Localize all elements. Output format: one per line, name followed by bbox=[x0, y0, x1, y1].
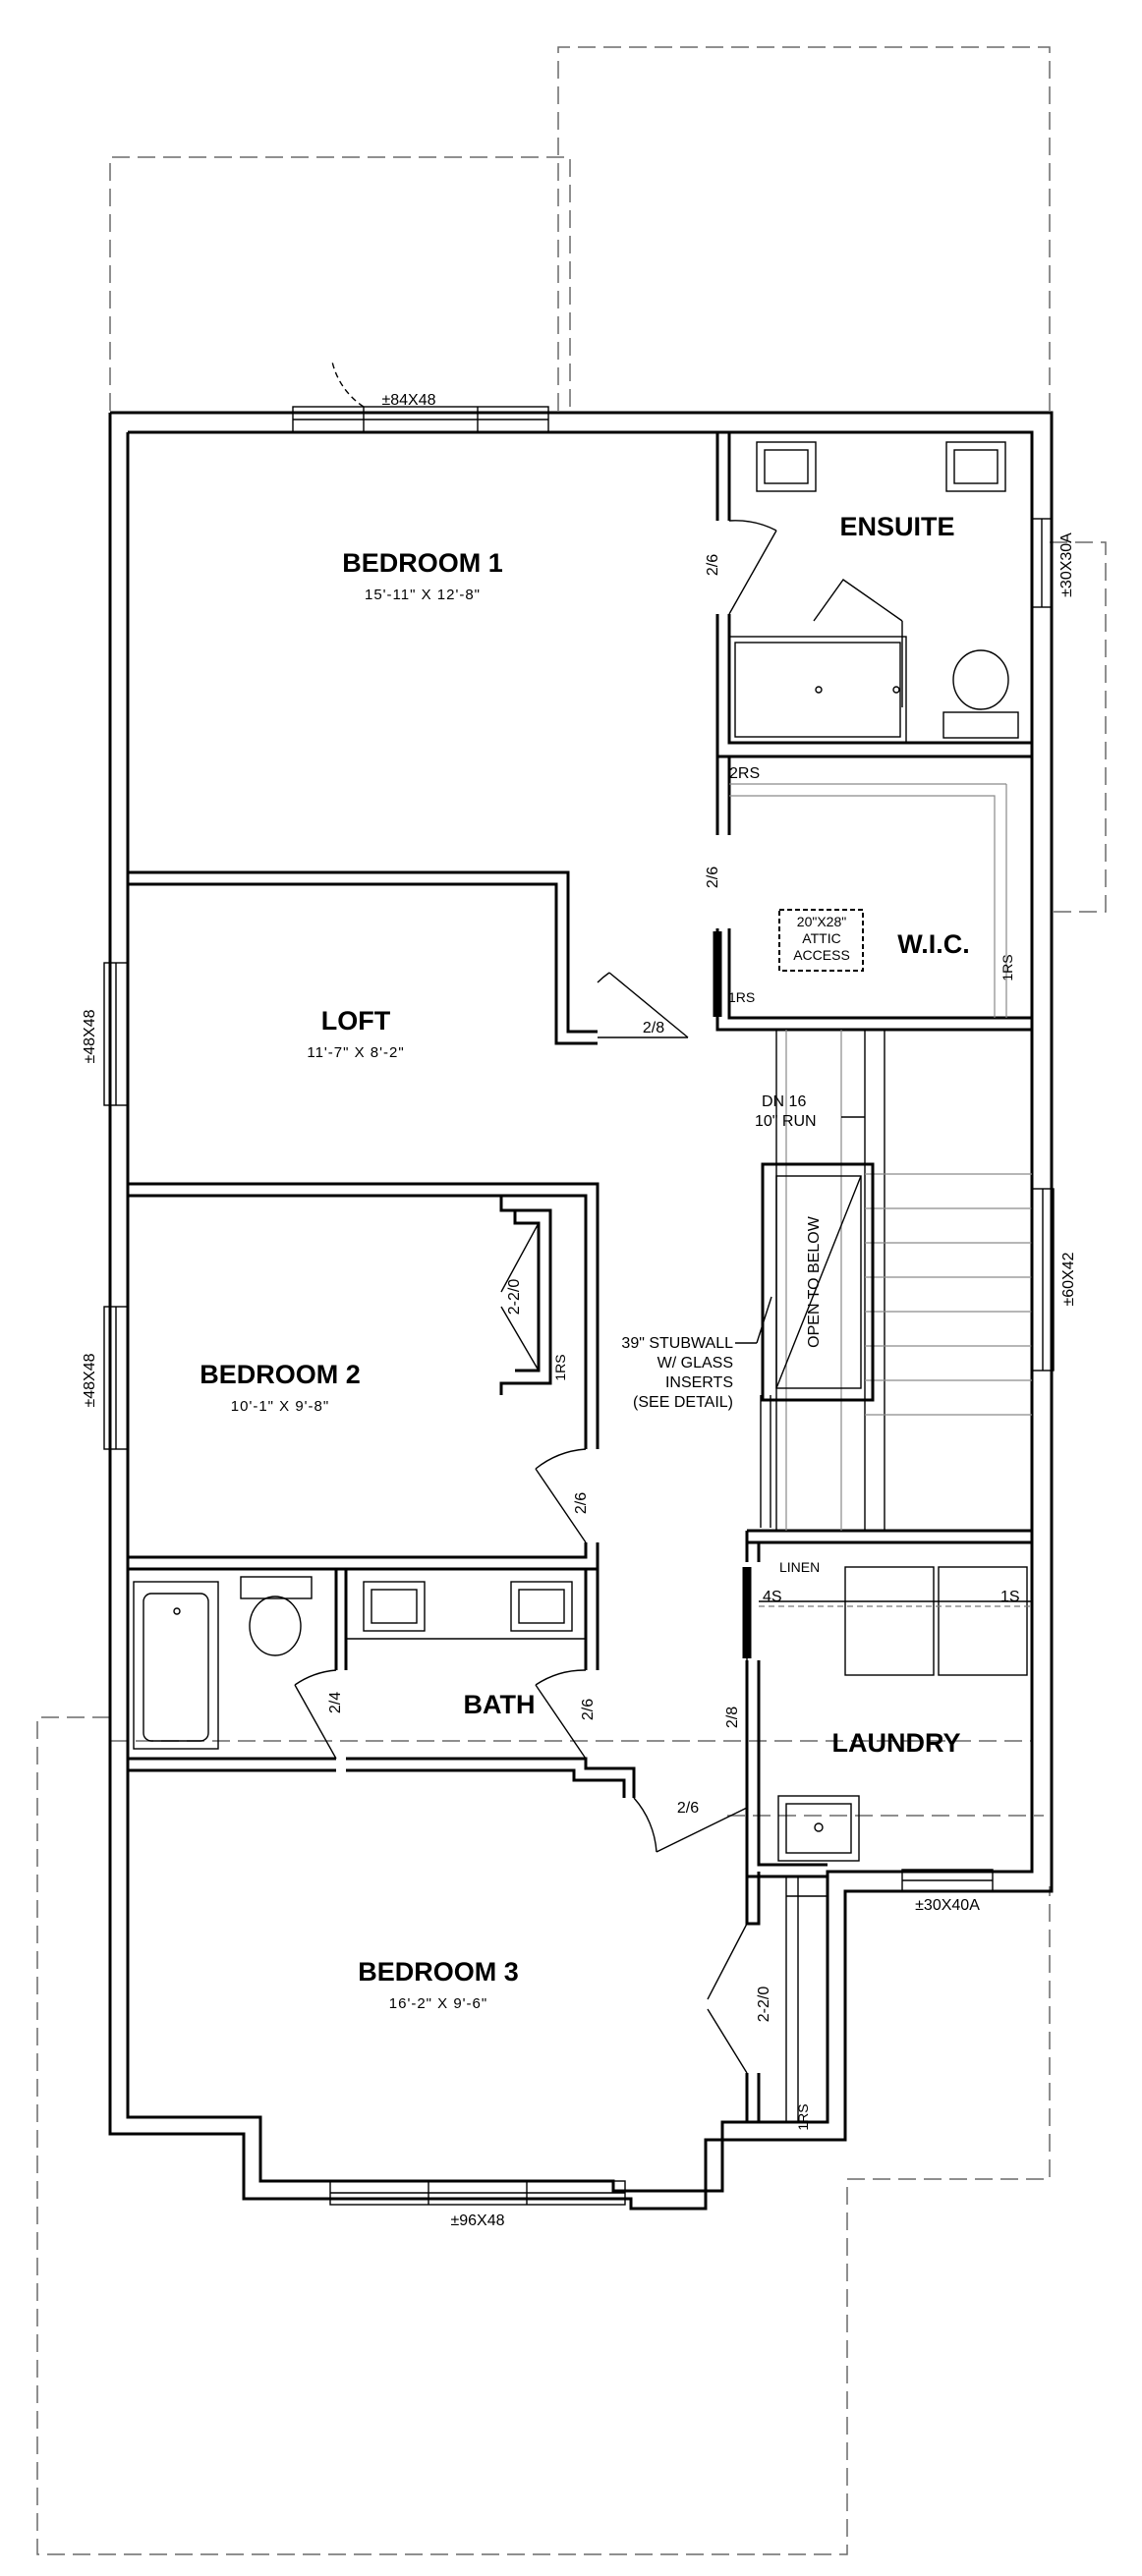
door-wic-label: 2/6 bbox=[705, 867, 721, 888]
window-bedroom3-label: ±96X48 bbox=[450, 2212, 504, 2229]
bed2-closet-1rs-label: 1RS bbox=[552, 1354, 568, 1380]
wic-shelving bbox=[713, 783, 1007, 1018]
attic-line1: 20"X28" bbox=[797, 914, 846, 929]
ensuite-fixtures bbox=[728, 441, 1019, 744]
door-swings bbox=[294, 520, 777, 2074]
window-ensuite bbox=[1031, 518, 1053, 608]
wic-1rs-label: 1RS bbox=[728, 989, 755, 1005]
stair-treads bbox=[841, 1116, 1032, 1416]
door-hall-closet-label: 2/6 bbox=[677, 1800, 699, 1817]
stair-dn-label: DN 16 bbox=[762, 1093, 806, 1110]
bedroom1-dims: 15'-11" X 12'-8" bbox=[365, 587, 481, 603]
door-ensuite-label: 2/6 bbox=[705, 554, 721, 576]
door-bed2-closet-label: 2-2/0 bbox=[506, 1279, 523, 1316]
bath-name: BATH bbox=[464, 1690, 536, 1719]
window-laundry bbox=[901, 1869, 994, 1892]
door-bedroom2-label: 2/6 bbox=[573, 1492, 590, 1514]
bedroom3-name: BEDROOM 3 bbox=[358, 1957, 519, 1987]
window-stair bbox=[1031, 1188, 1055, 1372]
door-bedroom1-label: 2/8 bbox=[643, 1020, 664, 1036]
bedroom3-dims: 16'-2" X 9'-6" bbox=[389, 1995, 487, 2012]
shelf-4s-label: 4S bbox=[763, 1589, 782, 1605]
wic-2rs-label: 2RS bbox=[729, 765, 760, 782]
door-bath-label: 2/6 bbox=[580, 1699, 597, 1720]
stubwall-line4: (SEE DETAIL) bbox=[633, 1394, 733, 1411]
ensuite-name: ENSUITE bbox=[839, 512, 954, 541]
loft-dims: 11'-7" X 8'-2" bbox=[307, 1044, 404, 1061]
door-bed3-closet-label: 2-2/0 bbox=[756, 1987, 772, 2023]
bath-fixtures bbox=[133, 1576, 586, 1750]
window-bedroom3 bbox=[329, 2180, 626, 2206]
wic-name: W.I.C. bbox=[897, 929, 970, 959]
window-top-label: ±84X48 bbox=[381, 392, 435, 409]
door-labels: 2/6 2/6 2/8 2-2/0 2/6 2/4 2/6 2/8 2/6 2-… bbox=[327, 554, 772, 2022]
window-ensuite-label: ±30X30A bbox=[1058, 532, 1075, 597]
window-laundry-label: ±30X40A bbox=[915, 1897, 980, 1914]
shelf-1s-label: 1S bbox=[1000, 1589, 1020, 1605]
stair-run-label: 10" RUN bbox=[755, 1113, 817, 1130]
stubwall-line1: 39" STUBWALL bbox=[621, 1335, 733, 1352]
door-laundry-label: 2/8 bbox=[724, 1707, 741, 1728]
laundry-fixtures bbox=[742, 1566, 1032, 1862]
bedroom2-name: BEDROOM 2 bbox=[200, 1360, 361, 1389]
room-labels: BEDROOM 1 15'-11" X 12'-8" ENSUITE W.I.C… bbox=[200, 512, 970, 2012]
window-top bbox=[292, 361, 549, 433]
laundry-name: LAUNDRY bbox=[832, 1728, 961, 1758]
wic-1rs-right-label: 1RS bbox=[999, 954, 1015, 980]
door-bath-tub-label: 2/4 bbox=[327, 1692, 344, 1713]
window-bedroom2 bbox=[103, 1306, 129, 1450]
bedroom2-dims: 10'-1" X 9'-8" bbox=[231, 1398, 329, 1415]
attic-line3: ACCESS bbox=[793, 947, 850, 963]
stubwall-line2: W/ GLASS bbox=[657, 1355, 733, 1372]
windows bbox=[103, 361, 1055, 2206]
plan-notes: 20"X28" ATTIC ACCESS DN 16 10" RUN OPEN … bbox=[552, 765, 1020, 2131]
open-to-below-label: OPEN TO BELOW bbox=[806, 1215, 823, 1348]
loft-name: LOFT bbox=[321, 1006, 391, 1036]
bedroom1-name: BEDROOM 1 bbox=[342, 548, 503, 578]
window-loft-label: ±48X48 bbox=[82, 1009, 98, 1063]
roof-outline bbox=[36, 46, 1107, 2555]
window-labels: ±84X48 ±30X30A ±48X48 ±48X48 ±60X42 ±30X… bbox=[82, 392, 1077, 2229]
window-stair-label: ±60X42 bbox=[1060, 1252, 1077, 1306]
window-loft bbox=[103, 962, 129, 1106]
bed3-closet-1rs-label: 1RS bbox=[795, 2103, 811, 2130]
exterior-walls bbox=[108, 411, 1054, 2211]
attic-line2: ATTIC bbox=[802, 930, 840, 946]
open-to-below-box bbox=[760, 1162, 875, 1528]
stubwall-line3: INSERTS bbox=[665, 1374, 733, 1391]
window-bedroom2-label: ±48X48 bbox=[82, 1353, 98, 1407]
linen-label: LINEN bbox=[779, 1559, 820, 1575]
